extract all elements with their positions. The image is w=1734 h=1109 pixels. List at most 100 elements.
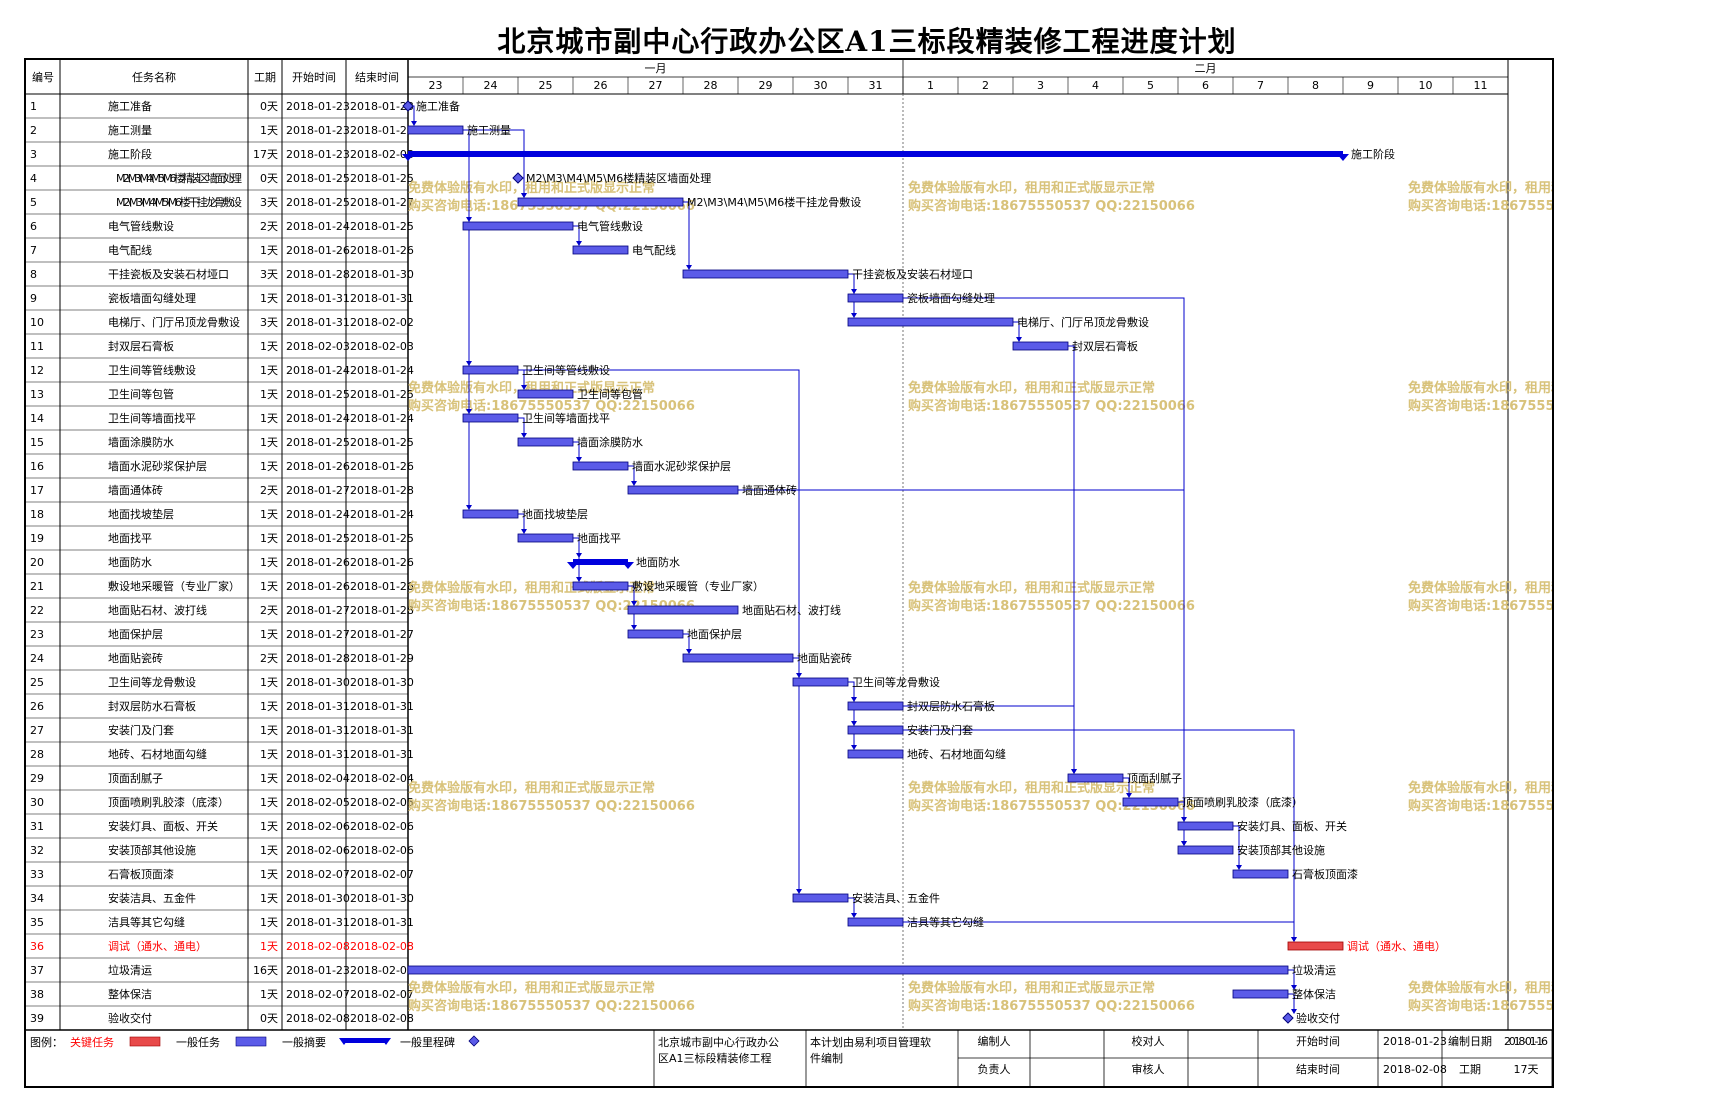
- task-name: 电气管线敷设: [108, 219, 174, 233]
- task-start: 2018-01-24: [286, 508, 350, 521]
- task-bar: [627, 605, 739, 615]
- task-name: 施工准备: [108, 99, 152, 113]
- task-end: 2018-01-28: [350, 604, 414, 617]
- bar-label: 卫生间等墙面找平: [522, 411, 610, 425]
- task-start: 2018-01-27: [286, 604, 350, 617]
- task-name: 地面防水: [108, 555, 152, 569]
- task-start: 2018-01-26: [286, 556, 350, 569]
- task-start: 2018-02-07: [286, 988, 350, 1001]
- day-label: 9: [1367, 79, 1374, 92]
- task-start: 2018-01-31: [286, 316, 350, 329]
- task-id: 38: [30, 988, 44, 1001]
- task-name: 地面找平: [108, 531, 152, 545]
- bar-label: 垃圾清运: [1292, 963, 1336, 977]
- link-arrow: [796, 889, 802, 894]
- task-id: 20: [30, 556, 44, 569]
- task-start: 2018-01-25: [286, 196, 350, 209]
- task-end: 2018-01-31: [350, 700, 414, 713]
- task-end: 2018-01-25: [350, 220, 414, 233]
- bar-label: 石膏板顶面漆: [1292, 867, 1358, 881]
- task-end: 2018-02-03: [350, 340, 414, 353]
- task-bar: [1232, 869, 1289, 879]
- task-duration: 2天: [260, 220, 278, 233]
- bar-label: 墙面水泥砂浆保护层: [632, 459, 731, 473]
- bar-label: 卫生间等包管: [577, 387, 643, 401]
- bar-label: 施工准备: [416, 99, 460, 113]
- task-id: 34: [30, 892, 44, 905]
- day-label: 30: [814, 79, 828, 92]
- bar-label: 顶面喷刷乳胶漆（底漆）: [1182, 795, 1303, 809]
- watermark-text: 免费体验版有水印，租用和正式版显示正常: [408, 780, 655, 796]
- task-duration: 1天: [260, 748, 278, 761]
- legend-label: 一般摘要: [282, 1035, 326, 1049]
- task-bar: [462, 413, 519, 423]
- legend-label: 一般里程碑: [400, 1036, 455, 1049]
- task-duration: 1天: [260, 844, 278, 857]
- watermark-text: 免费体验版有水印，租用和正式版显示正常: [908, 180, 1155, 196]
- task-name: 卫生间等龙骨敷设: [108, 675, 196, 689]
- task-end: 2018-02-08: [350, 1012, 414, 1025]
- bar-label: 地面找平: [577, 531, 621, 545]
- task-end: 2018-02-07: [350, 964, 414, 977]
- task-bar: [682, 269, 849, 279]
- task-id: 39: [30, 1012, 44, 1025]
- task-start: 2018-01-28: [286, 268, 350, 281]
- footer-editor-label: 编制人: [978, 1034, 1011, 1048]
- link-arrow: [1016, 337, 1022, 342]
- day-label: 27: [649, 79, 663, 92]
- link-line: [1068, 345, 1075, 770]
- month-label: 一月: [645, 62, 667, 75]
- footer-duration-label: 工期: [1459, 1063, 1481, 1076]
- task-end: 2018-01-24: [350, 364, 414, 377]
- link-line: [903, 729, 1295, 938]
- bar-label: 敷设地采暖管（专业厂家）: [632, 579, 764, 593]
- link-line: [738, 489, 1185, 842]
- bar-label: 施工阶段: [1351, 147, 1395, 161]
- task-id: 35: [30, 916, 44, 929]
- bar-label: 电气配线: [632, 243, 676, 257]
- day-label: 2: [982, 79, 989, 92]
- task-end: 2018-02-06: [350, 820, 414, 833]
- task-bar: [517, 389, 574, 399]
- task-name: 顶面刮腻子: [108, 771, 163, 785]
- task-end: 2018-01-24: [350, 508, 414, 521]
- watermark-text: 购买咨询电话:18675550537 QQ:22150066: [1408, 198, 1552, 214]
- watermark-text: 免费体验版有水印，租用和正式版显示正常: [1408, 780, 1552, 796]
- task-duration: 1天: [260, 532, 278, 545]
- day-label: 6: [1202, 79, 1209, 92]
- task-id: 23: [30, 628, 44, 641]
- task-duration: 1天: [260, 436, 278, 449]
- link-arrow: [686, 265, 692, 270]
- legend-summary-mark: [339, 1038, 349, 1045]
- bar-label: 安装顶部其他设施: [1237, 843, 1325, 857]
- task-start: 2018-02-08: [286, 940, 350, 953]
- link-arrow: [521, 193, 527, 198]
- task-id: 19: [30, 532, 44, 545]
- task-bar: [517, 437, 574, 447]
- task-id: 24: [30, 652, 44, 665]
- task-name: 安装门及门套: [108, 723, 174, 737]
- column-header-name: 任务名称: [132, 70, 176, 84]
- milestone-mark: [402, 100, 414, 112]
- bar-label: 调试（通水、通电）: [1347, 940, 1446, 953]
- watermark-text: 购买咨询电话:18675550537 QQ:22150066: [1408, 798, 1552, 814]
- task-bar: [572, 461, 629, 471]
- task-bar: [847, 725, 904, 735]
- task-end: 2018-01-31: [350, 748, 414, 761]
- bar-label: 整体保洁: [1292, 987, 1336, 1001]
- link-arrow: [631, 481, 637, 486]
- task-name: 顶面喷刷乳胶漆（底漆）: [108, 795, 229, 809]
- link-arrow: [1236, 865, 1242, 870]
- watermark-text: 购买咨询电话:18675550537 QQ:22150066: [408, 998, 695, 1014]
- task-duration: 1天: [260, 724, 278, 737]
- bar-label: 瓷板墙面勾缝处理: [907, 291, 995, 305]
- link-arrow: [576, 457, 582, 462]
- watermark-text: 免费体验版有水印，租用和正式版显示正常: [1408, 580, 1552, 596]
- link-line: [793, 657, 800, 674]
- bar-label: 地面贴瓷砖: [797, 651, 852, 665]
- gantt-bars: 施工准备施工测量施工阶段M2\M3\M4\M5\M6楼精装区墙面处理M2\M3\…: [402, 99, 1446, 1025]
- task-id: 16: [30, 460, 44, 473]
- task-name: 验收交付: [108, 1011, 152, 1025]
